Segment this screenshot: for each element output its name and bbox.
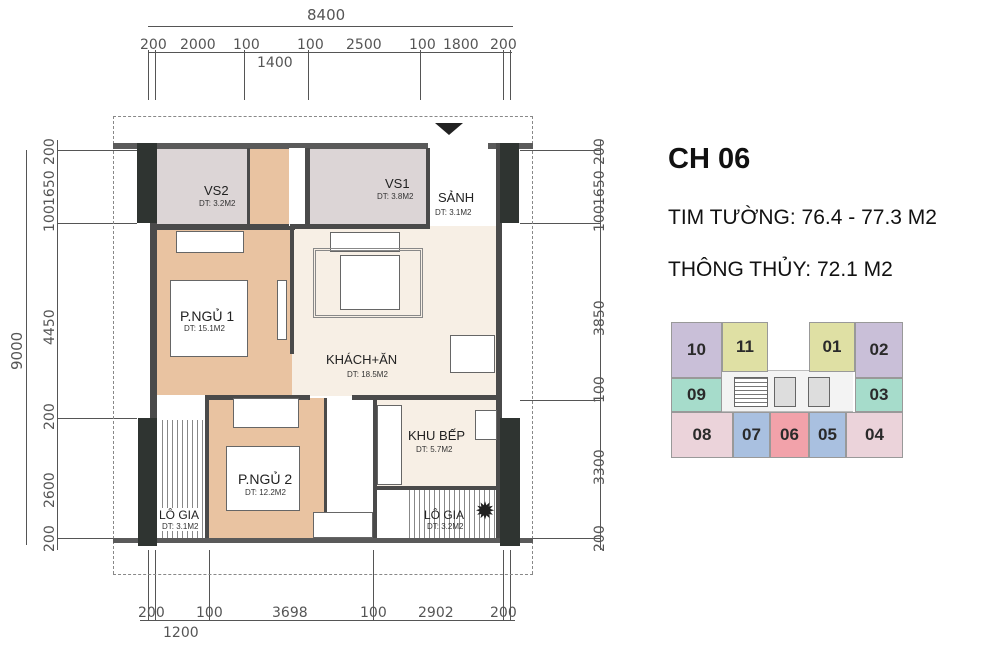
dim-bottom-2: 3698 bbox=[272, 605, 308, 621]
room-bep-area: DT: 5.7M2 bbox=[416, 445, 453, 454]
room-sanh-area: DT: 3.1M2 bbox=[435, 208, 472, 217]
unit-06: 06 bbox=[770, 412, 809, 458]
room-ngu1-area: DT: 15.1M2 bbox=[184, 324, 225, 333]
core-stairs bbox=[734, 377, 768, 407]
bed-2 bbox=[226, 446, 300, 511]
unit-10: 10 bbox=[671, 322, 722, 378]
column bbox=[500, 418, 520, 546]
dining-table bbox=[450, 335, 495, 373]
room-logia2-name: LÔ GIA bbox=[424, 508, 465, 522]
dim-bottom-4: 2902 bbox=[418, 605, 454, 621]
column bbox=[500, 143, 519, 223]
dim-top-1: 2000 bbox=[180, 37, 216, 53]
core-elevators bbox=[808, 377, 830, 407]
room-logia1-area: DT: 3.1M2 bbox=[162, 522, 199, 531]
wardrobe-1 bbox=[176, 231, 244, 253]
dim-left-0: 200 bbox=[42, 138, 58, 165]
dim-bottom-sub: 1200 bbox=[163, 625, 199, 641]
desk bbox=[313, 512, 373, 538]
thong-thuy-area: THÔNG THỦY: 72.1 M2 bbox=[668, 258, 893, 281]
coffee-table bbox=[340, 255, 400, 310]
plant-icon: ✹ bbox=[475, 498, 496, 525]
room-logia2-area: DT: 3.2M2 bbox=[427, 522, 464, 531]
entrance-arrow-icon bbox=[435, 123, 463, 135]
room-khach-name: KHÁCH+ĂN bbox=[326, 352, 398, 367]
room-ngu2-name: P.NGỦ 2 bbox=[238, 471, 293, 487]
room-vs1-name: VS1 bbox=[385, 176, 410, 191]
room-vs2-area: DT: 3.2M2 bbox=[199, 199, 236, 208]
unit-11: 11 bbox=[722, 322, 768, 372]
dim-left-2: 100 bbox=[42, 205, 58, 232]
dim-top-sub: 1400 bbox=[257, 55, 293, 71]
dim-right-2: 100 bbox=[592, 205, 608, 232]
room-bep-name: KHU BẾP bbox=[408, 428, 466, 443]
dim-right-3: 3850 bbox=[592, 300, 608, 336]
dim-top-total: 8400 bbox=[307, 6, 346, 24]
room-logia1-name: LÔ GIA bbox=[159, 508, 200, 522]
dim-right-1: 1650 bbox=[592, 170, 608, 206]
kitchen-counter bbox=[377, 405, 402, 485]
unit-08: 08 bbox=[671, 412, 733, 458]
dim-top-3: 100 bbox=[297, 37, 324, 53]
dim-top-2: 100 bbox=[233, 37, 260, 53]
wardrobe-2 bbox=[233, 398, 299, 428]
key-plan: 10 11 01 02 09 03 08 07 06 05 04 bbox=[671, 322, 903, 458]
unit-03: 03 bbox=[855, 378, 903, 412]
room-vs1-area: DT: 3.8M2 bbox=[377, 192, 414, 201]
unit-01: 01 bbox=[809, 322, 855, 372]
rug bbox=[313, 248, 423, 318]
room-sanh-name: SẢNH bbox=[438, 190, 475, 205]
unit-09: 09 bbox=[671, 378, 722, 412]
unit-05: 05 bbox=[809, 412, 846, 458]
dim-top-0: 200 bbox=[140, 37, 167, 53]
dim-left-6: 200 bbox=[42, 525, 58, 552]
column bbox=[137, 143, 157, 223]
tim-tuong-area: TIM TƯỜNG: 76.4 - 77.3 M2 bbox=[668, 206, 937, 229]
dim-left-5: 2600 bbox=[42, 472, 58, 508]
room-khach-area: DT: 18.5M2 bbox=[347, 370, 388, 379]
dim-right-4: 100 bbox=[592, 376, 608, 403]
stove bbox=[475, 410, 497, 440]
unit-04: 04 bbox=[846, 412, 903, 458]
dim-top-5: 100 bbox=[409, 37, 436, 53]
dim-right-5: 3300 bbox=[592, 449, 608, 485]
dim-top-7: 200 bbox=[490, 37, 517, 53]
dim-right-0: 200 bbox=[592, 138, 608, 165]
room-ngu2-area: DT: 12.2M2 bbox=[245, 488, 286, 497]
dim-bottom-0: 200 bbox=[138, 605, 165, 621]
dim-left-4: 200 bbox=[42, 403, 58, 430]
unit-02: 02 bbox=[855, 322, 903, 378]
core-elevators bbox=[774, 377, 796, 407]
floor-plan: 8400 200 2000 100 100 2500 100 1800 200 … bbox=[8, 6, 608, 641]
dim-top-4: 2500 bbox=[346, 37, 382, 53]
dim-top-6: 1800 bbox=[443, 37, 479, 53]
dim-left-total: 9000 bbox=[8, 331, 26, 370]
bed-1 bbox=[170, 280, 248, 357]
apartment-code: CH 06 bbox=[668, 143, 751, 175]
tv-unit bbox=[277, 280, 287, 340]
dim-left-3: 4450 bbox=[42, 309, 58, 345]
room-ngu1-name: P.NGỦ 1 bbox=[180, 308, 235, 324]
unit-07: 07 bbox=[733, 412, 770, 458]
dim-left-1: 1650 bbox=[42, 170, 58, 206]
sofa bbox=[330, 232, 400, 252]
room-vs2-name: VS2 bbox=[204, 183, 229, 198]
column bbox=[138, 418, 157, 546]
